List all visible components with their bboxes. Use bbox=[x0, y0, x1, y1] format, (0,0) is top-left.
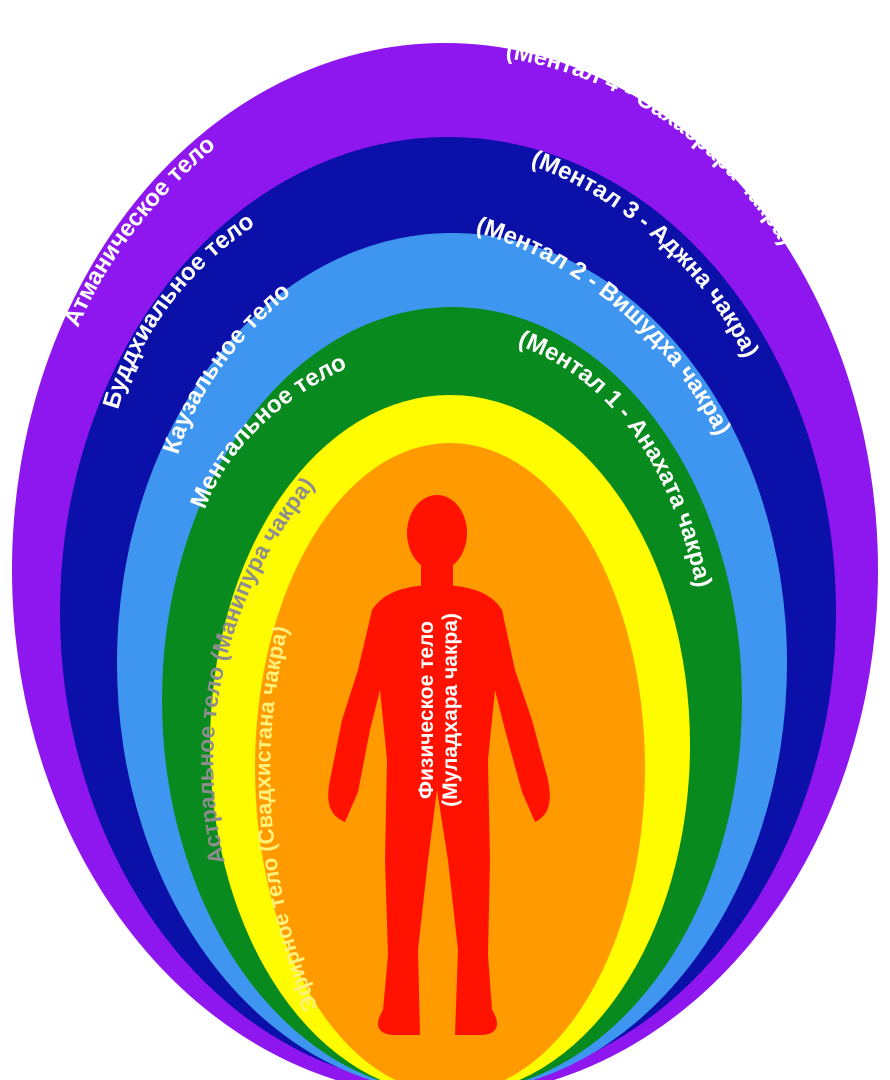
physical-body-label: Физическое тело bbox=[415, 621, 438, 799]
human-silhouette-icon bbox=[328, 495, 550, 1035]
muladhara-chakra-label: (Муладхара чакра) bbox=[439, 613, 462, 807]
